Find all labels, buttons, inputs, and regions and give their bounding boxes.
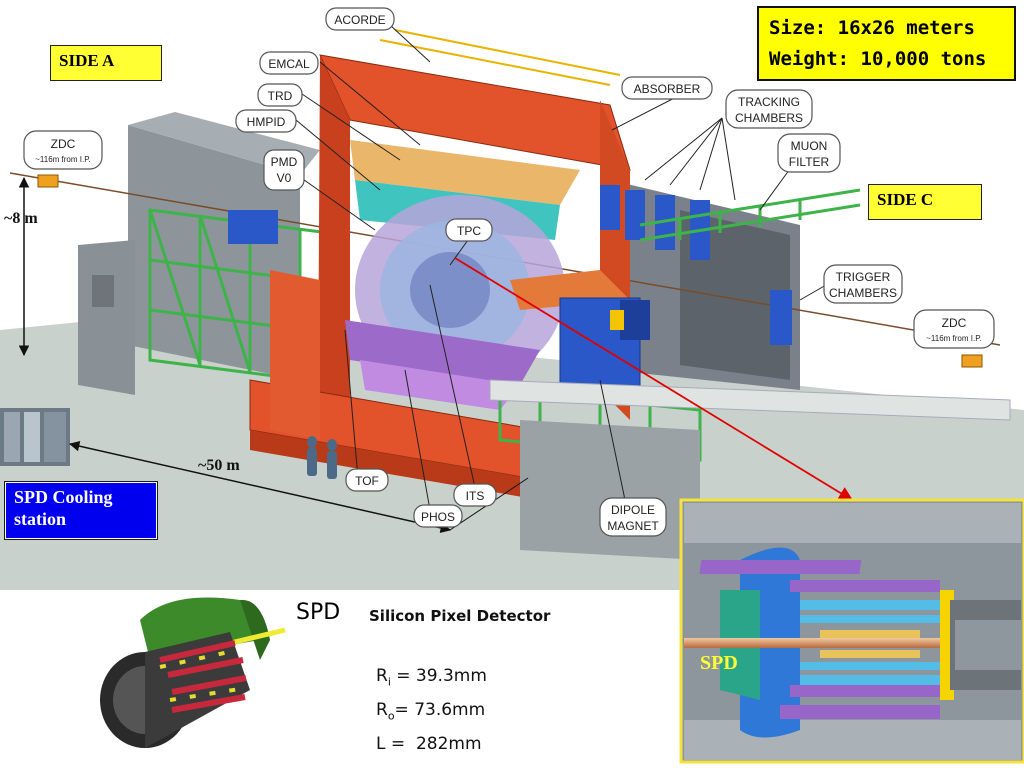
- label-tof: TOF: [355, 474, 379, 488]
- param-inner-radius: Ri = 39.3mm: [376, 666, 487, 689]
- label-zdc-a-sub: ~116m from I.P.: [35, 155, 91, 164]
- param-outer-radius: Ro= 73.6mm: [376, 700, 486, 723]
- label-dipole-1: DIPOLE: [611, 503, 655, 517]
- phos-modules: [345, 320, 540, 385]
- spd-title: SPD: [296, 600, 341, 625]
- label-pmd: PMD: [271, 155, 298, 169]
- label-acorde: ACORDE: [334, 13, 385, 27]
- label-hmpid: HMPID: [247, 115, 286, 129]
- spec-box: Size: 16x26 meters Weight: 10,000 tons: [757, 6, 1016, 81]
- zdc-c-module: [961, 354, 983, 368]
- label-v0: V0: [277, 171, 292, 185]
- compensator-magnet: [228, 210, 278, 244]
- weight-text: Weight: 10,000 tons: [769, 48, 987, 70]
- label-absorber: ABSORBER: [634, 82, 701, 96]
- label-muon-2: FILTER: [789, 155, 830, 169]
- side-c-label: SIDE C: [868, 184, 982, 220]
- callout-boxes: [23, 7, 995, 537]
- label-trigger-2: CHAMBERS: [829, 286, 897, 300]
- height-dimension-label: ~8 m: [4, 210, 38, 227]
- label-tpc: TPC: [457, 224, 481, 238]
- support-frame-a: [148, 208, 347, 387]
- support-structure: [520, 420, 700, 560]
- label-trd: TRD: [268, 89, 293, 103]
- inset-spd-label: SPD: [700, 652, 738, 674]
- param-length: L = 282mm: [376, 734, 482, 754]
- platform: [489, 379, 1011, 421]
- label-its: ITS: [466, 489, 485, 503]
- label-phos: PHOS: [421, 510, 455, 524]
- label-emcal: EMCAL: [268, 57, 310, 71]
- size-text: Size: 16x26 meters: [769, 17, 975, 39]
- zoom-arrow: [454, 257, 854, 501]
- spd-drawing: [100, 597, 286, 748]
- label-tracking-1: TRACKING: [738, 95, 800, 109]
- shielding-wall-a: [128, 125, 300, 380]
- side-a-label: SIDE A: [50, 45, 162, 81]
- zdc-a-module: [37, 174, 59, 188]
- length-dimension-label: ~50 m: [198, 457, 240, 474]
- label-trigger-1: TRIGGER: [836, 270, 891, 284]
- shielding-block: [78, 240, 135, 395]
- label-dipole-2: MAGNET: [607, 519, 659, 533]
- cooling-station-photo: [0, 408, 70, 466]
- spd-inset: [679, 498, 1024, 764]
- inset-beam-pipe: [684, 638, 1021, 648]
- cooling-station-label: SPD Cooling station: [4, 481, 158, 540]
- label-zdc-c: ZDC: [942, 316, 967, 330]
- emcal-layer: [350, 140, 580, 205]
- length-arrow: [68, 440, 452, 534]
- label-tracking-2: CHAMBERS: [735, 111, 803, 125]
- label-zdc-a: ZDC: [51, 137, 76, 151]
- label-zdc-c-sub: ~116m from I.P.: [926, 334, 982, 343]
- spd-full-name: Silicon Pixel Detector: [369, 607, 551, 625]
- leader-lines: [289, 24, 827, 511]
- label-muon-1: MUON: [791, 139, 828, 153]
